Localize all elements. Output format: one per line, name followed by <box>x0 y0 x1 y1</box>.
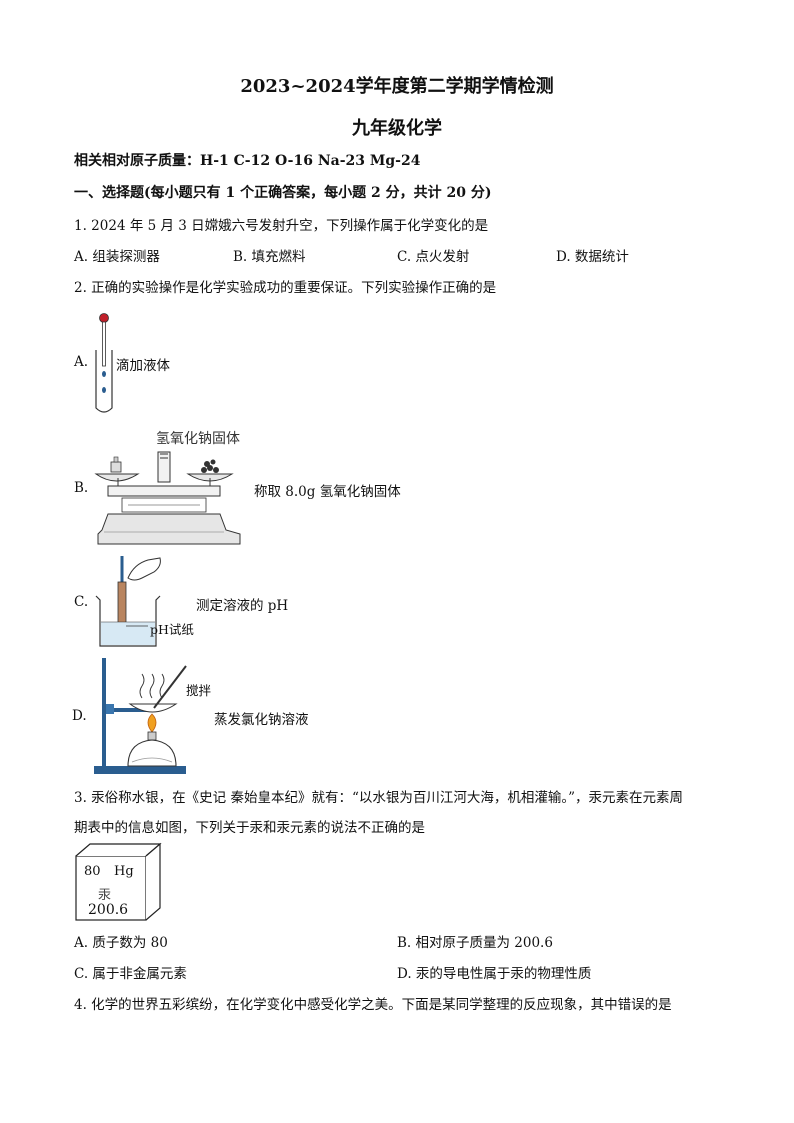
element-cell-box <box>75 842 162 921</box>
question-3-stem-line2: 期表中的信息如图，下列关于汞和汞元素的说法不正确的是 <box>74 820 425 836</box>
q3-option-c: C. 属于非金属元素 <box>74 966 187 982</box>
q1-option-a: A. 组装探测器 <box>74 249 160 265</box>
q3-option-d: D. 汞的导电性属于汞的物理性质 <box>397 966 592 982</box>
q2-option-a-caption: 滴加液体 <box>116 358 170 374</box>
atomic-masses: 相关相对原子质量：H-1 C-12 O-16 Na-23 Mg-24 <box>74 153 421 169</box>
section-heading: 一、选择题(每小题只有 1 个正确答案，每小题 2 分，共计 20 分) <box>74 185 492 201</box>
ph-test-figure <box>95 556 161 647</box>
element-atomic-number: 80 <box>84 864 101 879</box>
q1-option-b: B. 填充燃料 <box>233 249 306 265</box>
naoh-solid-label: 氢氧化钠固体 <box>156 431 240 447</box>
ph-paper-label: pH试纸 <box>150 622 194 637</box>
page-subtitle: 九年级化学 <box>352 118 442 139</box>
q3-option-b: B. 相对原子质量为 200.6 <box>397 935 553 951</box>
q1-option-c: C. 点火发射 <box>397 249 470 265</box>
q2-option-b-letter: B. <box>74 480 89 496</box>
evaporation-figure <box>94 658 187 774</box>
q2-option-c-letter: C. <box>74 594 89 610</box>
element-name: 汞 <box>98 888 112 903</box>
q2-option-d-caption: 蒸发氯化钠溶液 <box>214 712 309 728</box>
stir-label: 搅拌 <box>186 683 212 698</box>
q2-option-a-letter: A. <box>74 354 89 370</box>
q3-option-a: A. 质子数为 80 <box>74 935 168 951</box>
page-title: 2023~2024学年度第二学期学情检测 <box>240 76 554 97</box>
question-2-stem: 2. 正确的实验操作是化学实验成功的重要保证。下列实验操作正确的是 <box>74 280 497 296</box>
element-atomic-mass: 200.6 <box>88 902 129 918</box>
question-4-stem: 4. 化学的世界五彩缤纷，在化学变化中感受化学之美。下面是某同学整理的反应现象，… <box>74 997 672 1013</box>
dropper-test-tube-figure <box>95 313 113 413</box>
q1-option-d: D. 数据统计 <box>556 249 629 265</box>
q2-option-b-caption: 称取 8.0g 氢氧化钠固体 <box>254 484 401 500</box>
question-3-stem-line1: 3. 汞俗称水银，在《史记 秦始皇本纪》就有：“以水银为百川江河大海，机相灌输。… <box>74 790 684 806</box>
element-symbol: Hg <box>114 864 134 879</box>
q2-option-c-caption: 测定溶液的 pH <box>196 598 289 614</box>
balance-figure <box>94 451 241 545</box>
question-1-stem: 1. 2024 年 5 月 3 日嫦娥六号发射升空，下列操作属于化学变化的是 <box>74 218 489 234</box>
q2-option-d-letter: D. <box>72 708 87 724</box>
